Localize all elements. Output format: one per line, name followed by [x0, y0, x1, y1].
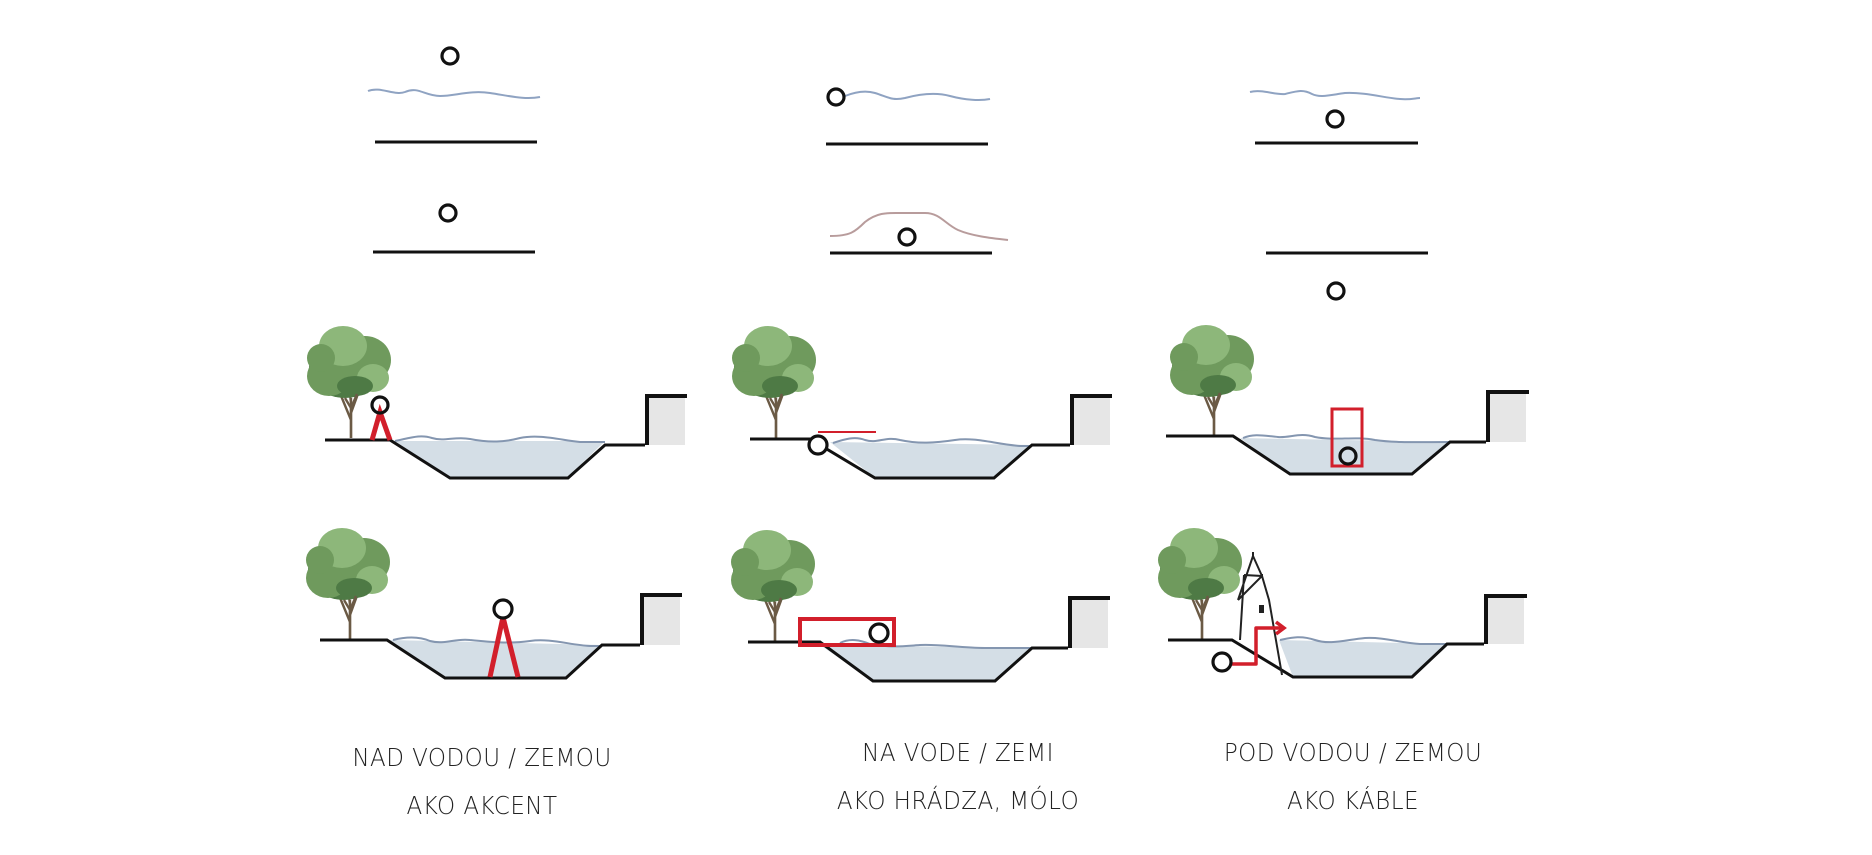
section-above-water: [304, 526, 682, 680]
object-circle-icon: [807, 434, 829, 456]
object-circle-icon: [1326, 281, 1346, 301]
object-circle-icon: [440, 46, 460, 66]
object-circle-icon: [492, 598, 514, 620]
caption-on: NA VODE / ZEMI AKO HRÁDZA, MÓLO: [758, 729, 1158, 825]
tower-icon: [1237, 552, 1283, 676]
building-block: [642, 597, 680, 645]
riverbed-profile: [748, 640, 1068, 683]
tree-icon: [729, 528, 817, 644]
riverbed-profile: [1166, 434, 1486, 476]
riverbed-profile: [320, 638, 640, 680]
column-below-symbols: [1249, 90, 1428, 301]
red-vertical-frame: [1330, 407, 1364, 468]
column-above-symbols: [367, 46, 541, 254]
object-circle-icon: [897, 227, 917, 247]
arrow-head-icon: [1274, 620, 1287, 636]
section-on-bank: [730, 324, 1112, 480]
building-block: [1070, 600, 1108, 648]
tree-icon: [1156, 526, 1244, 642]
ground-mound-line: [829, 211, 1009, 241]
riverbed-profile: [1168, 638, 1484, 679]
water-surface-line: [367, 88, 541, 100]
section-on-pier: [729, 528, 1110, 683]
object-circle-icon: [438, 203, 458, 223]
object-circle-icon: [1211, 651, 1233, 673]
caption-above-title: NAD VODOU / ZEMOU: [352, 743, 612, 772]
section-below-cable: [1156, 526, 1527, 679]
caption-below: POD VODOU / ZEMOU AKO KÁBLE: [1153, 729, 1553, 825]
tree-icon: [730, 324, 818, 440]
red-a-frame-support: [369, 403, 393, 441]
building-block: [1072, 398, 1110, 445]
section-below-frame: [1166, 323, 1529, 476]
caption-above-subtitle: AKO AKCENT: [406, 791, 558, 820]
caption-on-title: NA VODE / ZEMI: [862, 738, 1054, 767]
object-circle-icon: [370, 395, 390, 415]
water-surface-line: [844, 90, 991, 101]
caption-below-subtitle: AKO KÁBLE: [1287, 786, 1419, 815]
object-circle-icon: [826, 87, 846, 107]
riverbed-profile: [750, 437, 1070, 480]
building-block: [1488, 394, 1526, 442]
column-on-symbols: [826, 87, 1009, 255]
red-cable-arrow: [1232, 626, 1282, 666]
building-block: [647, 398, 685, 445]
object-circle-icon: [868, 622, 890, 644]
water-surface-line: [1249, 90, 1421, 101]
caption-on-subtitle: AKO HRÁDZA, MÓLO: [836, 786, 1080, 815]
object-circle-icon: [1325, 109, 1345, 129]
building-block: [1486, 598, 1524, 644]
red-pier-box: [798, 617, 896, 647]
section-above-bank: [305, 324, 687, 480]
tree-icon: [304, 526, 392, 642]
caption-above: NAD VODOU / ZEMOU AKO AKCENT: [282, 734, 682, 830]
object-circle-icon: [1338, 446, 1358, 466]
tree-icon: [1168, 323, 1256, 439]
riverbed-profile: [325, 438, 645, 480]
caption-below-title: POD VODOU / ZEMOU: [1223, 738, 1483, 767]
